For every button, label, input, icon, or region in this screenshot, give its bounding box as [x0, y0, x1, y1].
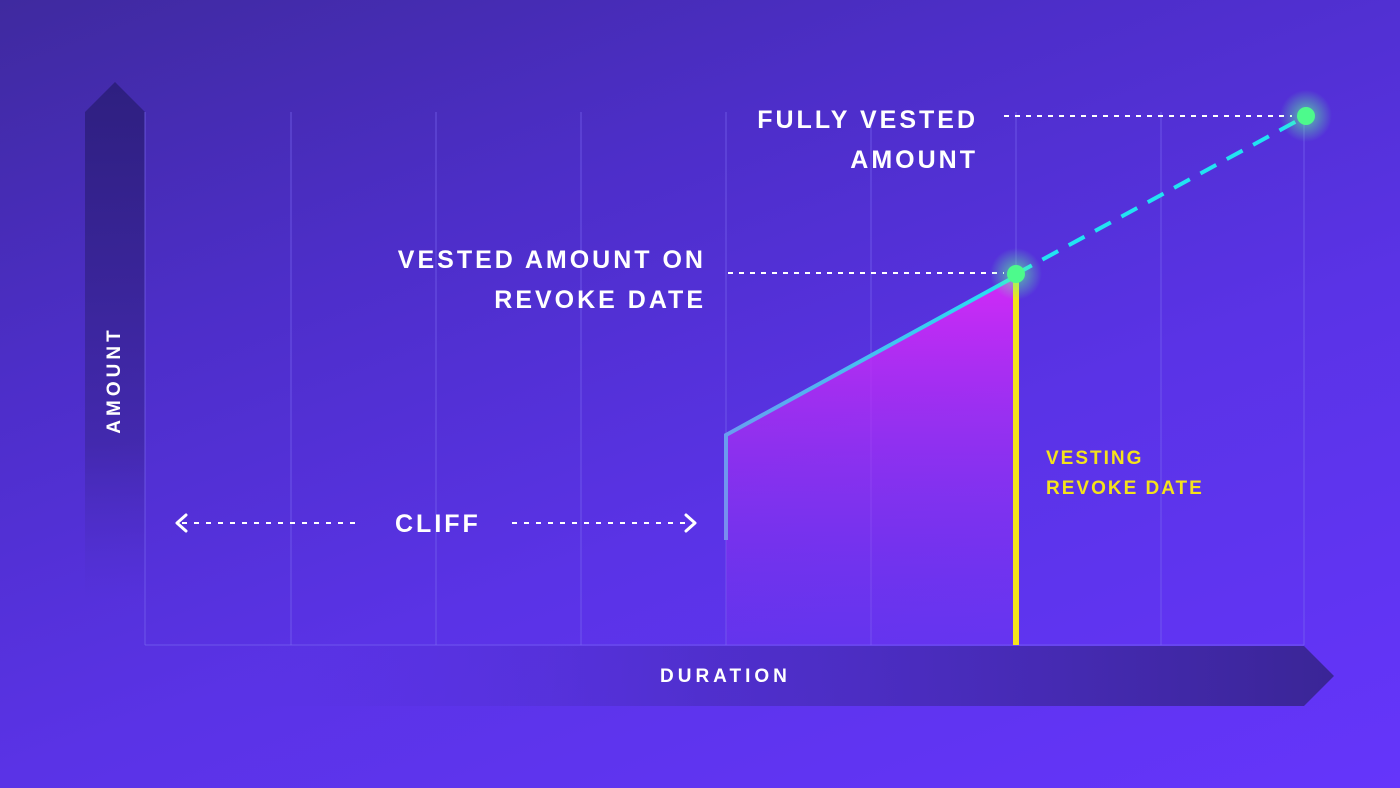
label-line: REVOKE DATE [494, 286, 706, 314]
x-axis-label: DURATION [660, 666, 791, 687]
vesting-revoke-date-label: VESTING REVOKE DATE [1046, 444, 1204, 504]
label-line: VESTED AMOUNT ON [397, 246, 706, 274]
x-axis-arrow [190, 646, 1334, 706]
y-axis-label: AMOUNT [104, 326, 125, 434]
label-line: AMOUNT [850, 146, 978, 174]
vesting-line [724, 274, 1017, 540]
cliff-label: CLIFF [395, 510, 481, 538]
cliff-arrow-right-head [684, 513, 697, 533]
label-line: FULLY VESTED [757, 106, 978, 134]
grid [144, 112, 1305, 646]
revoke-marker [1007, 265, 1025, 283]
cliff-arrow-left-head [175, 513, 188, 533]
fully-vested-marker [1297, 107, 1315, 125]
fully-vested-amount-label: FULLY VESTED AMOUNT [757, 100, 978, 180]
y-axis-arrow [85, 82, 145, 600]
vested-area [726, 276, 1016, 645]
label-line: VESTING [1046, 448, 1144, 469]
label-line: REVOKE DATE [1046, 478, 1204, 499]
vested-amount-on-revoke-label: VESTED AMOUNT ON REVOKE DATE [398, 240, 706, 320]
projected-vesting-line [1015, 114, 1307, 276]
